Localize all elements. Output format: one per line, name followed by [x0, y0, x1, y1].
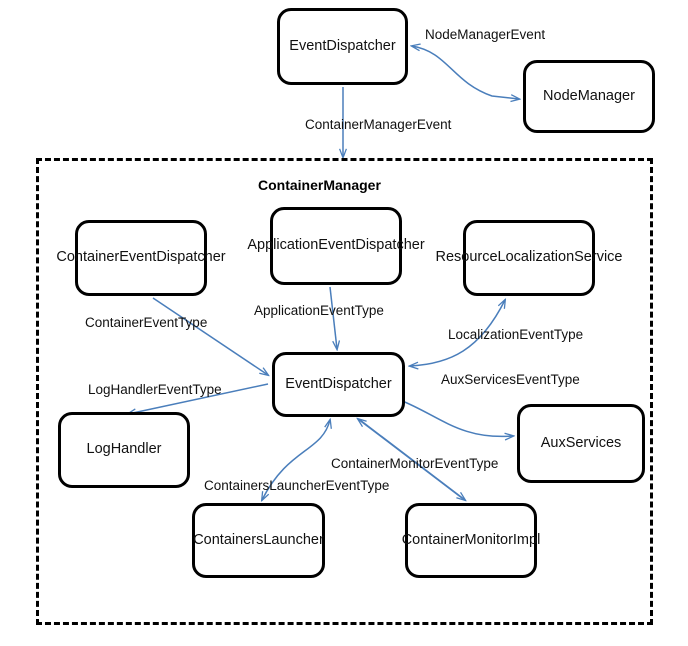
node-label: NodeManager — [543, 87, 635, 104]
node-resource-localization-service[interactable]: ResourceLocalizationService — [436, 220, 623, 296]
node-label: ContainerEventDispatcher — [56, 249, 226, 266]
edge-label-log-handler-event-type: LogHandlerEventType — [88, 382, 222, 397]
node-label: ContainersLauncher — [193, 531, 324, 548]
node-application-event-dispatcher[interactable]: ApplicationEventDispatcher — [247, 207, 425, 285]
node-label: LogHandler — [86, 441, 162, 458]
node-aux-services[interactable]: AuxServices — [517, 404, 645, 483]
node-containers-launcher[interactable]: ContainersLauncher — [192, 503, 325, 578]
edge-node-manager-event — [412, 46, 519, 99]
container-manager-group-title: ContainerManager — [258, 177, 381, 193]
node-label: ResourceLocalizationService — [435, 249, 623, 266]
node-label: EventDispatcher — [285, 375, 392, 392]
container-manager-group — [36, 158, 653, 625]
edge-label-container-event-type: ContainerEventType — [85, 315, 208, 330]
node-label: ContainerMonitorImpl — [401, 531, 541, 548]
node-node-manager[interactable]: NodeManager — [523, 60, 655, 133]
node-event-dispatcher-center[interactable]: EventDispatcher — [272, 352, 405, 417]
edge-label-localization-event-type: LocalizationEventType — [448, 327, 584, 342]
node-label: ApplicationEventDispatcher — [247, 237, 425, 254]
edge-label-container-manager-event: ContainerManagerEvent — [305, 117, 452, 132]
edge-label-application-event-type: ApplicationEventType — [254, 303, 384, 318]
edge-label-container-monitor-event-type: ContainerMonitorEventType — [331, 456, 499, 471]
node-label: EventDispatcher — [289, 37, 396, 54]
node-label: AuxServices — [540, 434, 622, 451]
node-container-monitor-impl[interactable]: ContainerMonitorImpl — [402, 503, 540, 578]
edge-label-node-manager-event: NodeManagerEvent — [425, 27, 546, 42]
edge-label-aux-services-event-type: AuxServicesEventType — [441, 372, 580, 387]
node-container-event-dispatcher[interactable]: ContainerEventDispatcher — [56, 220, 226, 296]
node-event-dispatcher-top[interactable]: EventDispatcher — [277, 8, 408, 85]
node-log-handler[interactable]: LogHandler — [58, 412, 190, 488]
edge-label-containers-launcher-event-type: ContainersLauncherEventType — [204, 478, 390, 493]
